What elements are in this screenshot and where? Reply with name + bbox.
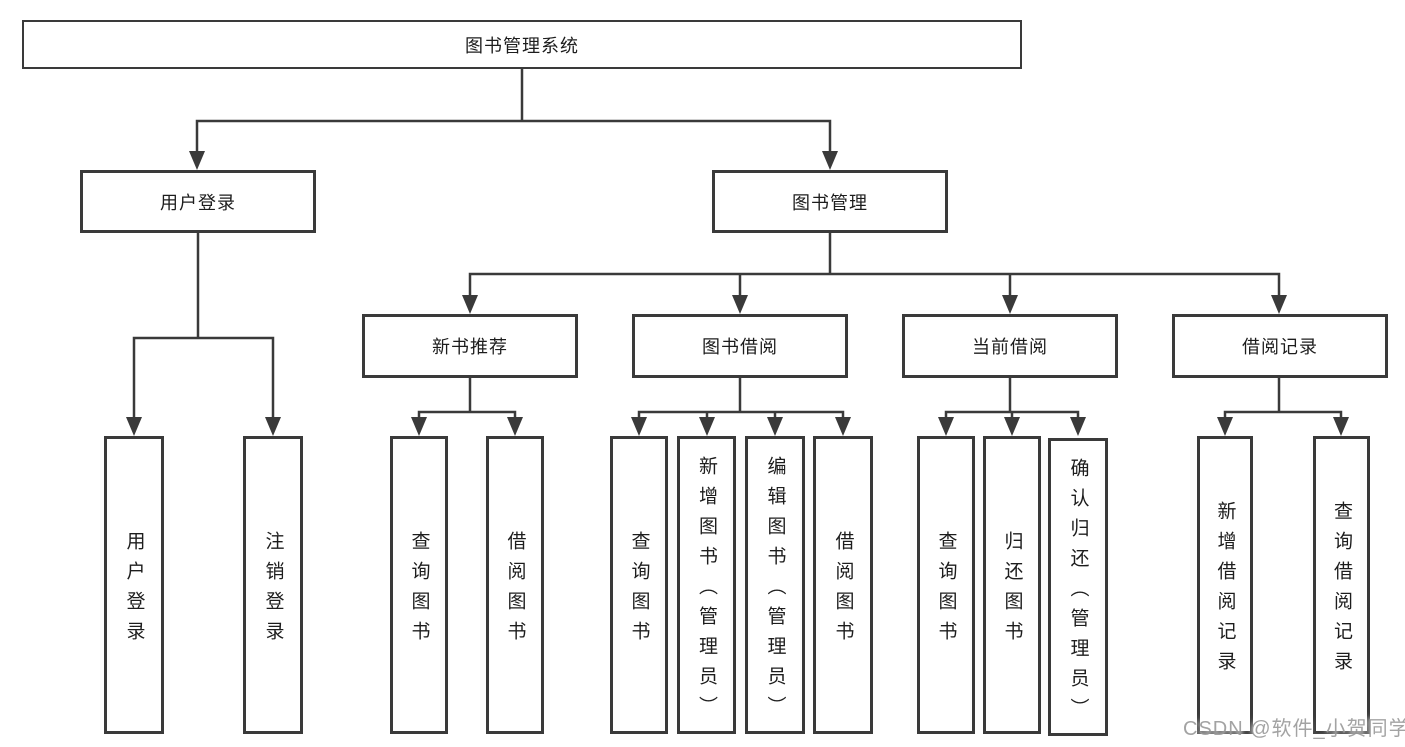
leaf-cb-confirm-return-admin: 确认归还（管理员） bbox=[1048, 438, 1108, 736]
node-book-management: 图书管理 bbox=[712, 170, 948, 233]
leaf-bb-add-books-admin: 新增图书（管理员） bbox=[677, 436, 736, 734]
leaf-user-login: 用户登录 bbox=[104, 436, 164, 734]
node-current-borrowing: 当前借阅 bbox=[902, 314, 1118, 378]
leaf-logout-login: 注销登录 bbox=[243, 436, 303, 734]
leaf-br-add-record: 新增借阅记录 bbox=[1197, 436, 1253, 734]
leaf-cb-return-books: 归还图书 bbox=[983, 436, 1041, 734]
watermark-text: CSDN @软件_小贺同学 bbox=[1183, 718, 1405, 740]
leaf-bb-edit-books-admin: 编辑图书（管理员） bbox=[745, 436, 805, 734]
node-borrowing-records: 借阅记录 bbox=[1172, 314, 1388, 378]
node-user-login: 用户登录 bbox=[80, 170, 316, 233]
node-new-book-recommendation: 新书推荐 bbox=[362, 314, 578, 378]
leaf-nbr-borrow-books: 借阅图书 bbox=[486, 436, 544, 734]
node-book-borrowing: 图书借阅 bbox=[632, 314, 848, 378]
leaf-nbr-query-books: 查询图书 bbox=[390, 436, 448, 734]
leaf-bb-query-books: 查询图书 bbox=[610, 436, 668, 734]
connector-paths bbox=[132, 67, 1343, 422]
leaf-cb-query-books: 查询图书 bbox=[917, 436, 975, 734]
node-system-root: 图书管理系统 bbox=[22, 20, 1022, 69]
leaf-bb-borrow-books: 借阅图书 bbox=[813, 436, 873, 734]
leaf-br-query-record: 查询借阅记录 bbox=[1313, 436, 1370, 734]
